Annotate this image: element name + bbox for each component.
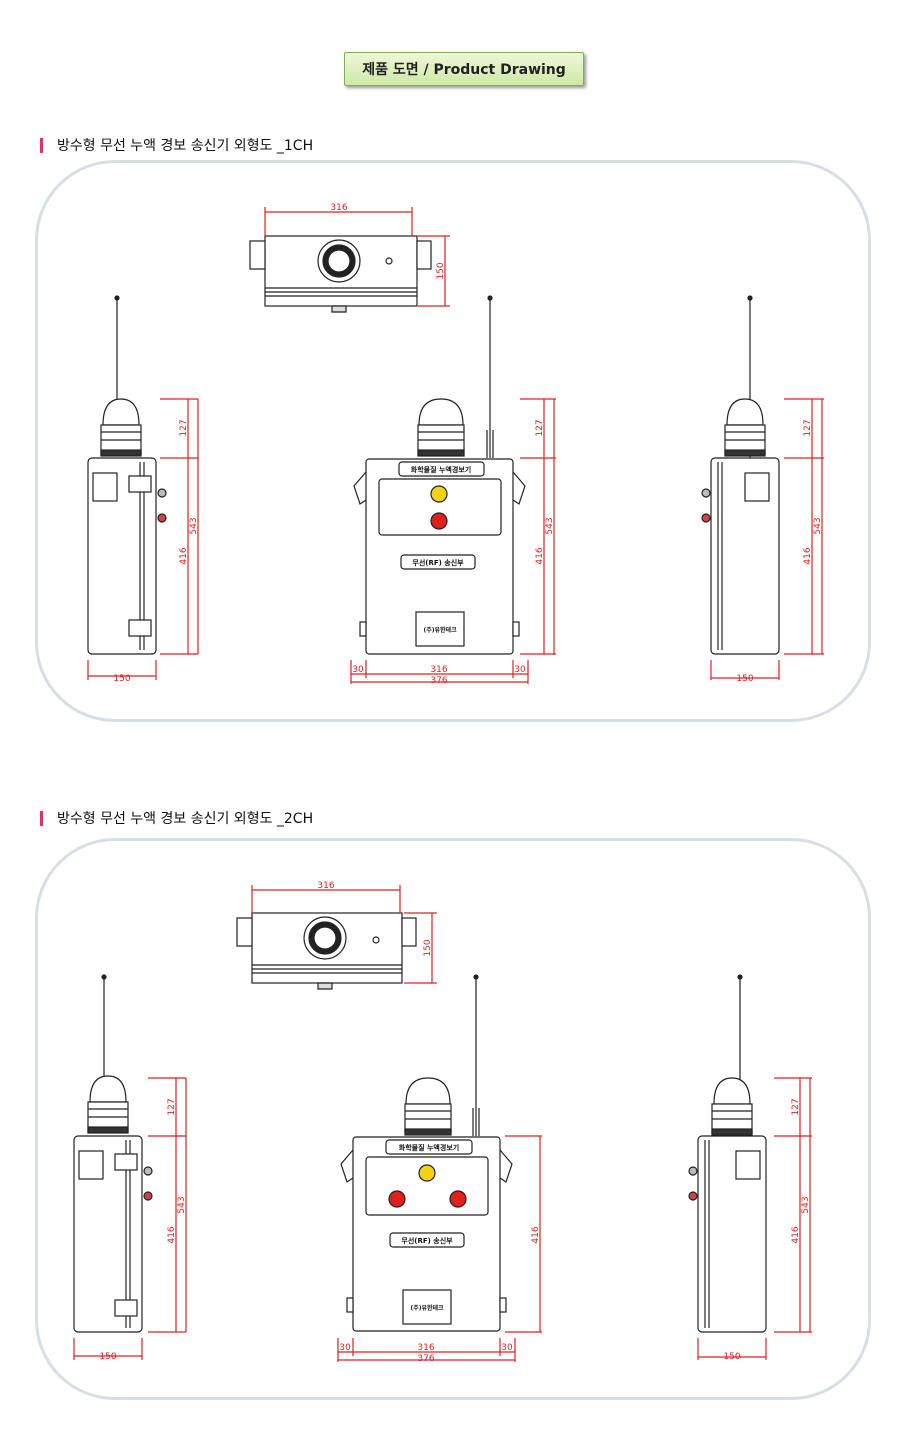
dim-outer-width: 376 [417,1354,434,1364]
front-panel-rf-label: 무선(RF) 송신부 [401,1236,453,1245]
dim-body: 416 [531,1226,541,1243]
product-drawing-title: 제품 도면 / Product Drawing [344,52,584,86]
dim-beacon: 127 [535,419,545,436]
dim-side-width: 150 [736,674,753,684]
dim-inner-width: 316 [417,1343,434,1353]
heading-accent-bar [40,137,43,153]
top-view-drawing [249,235,432,313]
dim-total: 543 [189,517,199,534]
section-heading-2ch: 방수형 무선 누액 경보 송신기 외형도 _2CH [40,809,313,827]
left-side-view-drawing [87,295,167,655]
dim-body: 416 [167,1226,177,1243]
front-view-drawing [353,295,526,655]
dim-total: 543 [545,517,555,534]
drawing-panel-1ch [35,160,871,722]
front-view-drawing [340,974,513,1332]
dim-ear-right: 30 [514,665,526,675]
dim-body: 416 [535,547,545,564]
dim-total: 543 [177,1196,187,1213]
dim-top-width: 316 [330,203,347,213]
drawing-panel-2ch [35,838,871,1400]
dim-body: 416 [803,547,813,564]
dim-body: 416 [791,1226,801,1243]
top-view-drawing [236,912,417,990]
logo-plate-text: (주)유한테크 [410,1304,444,1312]
left-side-view-drawing [73,974,153,1333]
dim-outer-width: 376 [430,676,447,686]
dim-total: 543 [813,517,823,534]
dim-inner-width: 316 [430,665,447,675]
dim-beacon: 127 [179,419,189,436]
front-panel-title-label: 화학물질 누액경보기 [411,465,471,474]
logo-plate-text: (주)유한테크 [423,626,457,634]
dimension-lines-2ch [73,885,812,1362]
dim-ear-right: 30 [501,1343,513,1353]
dim-ear-left: 30 [339,1343,351,1353]
dim-total: 543 [801,1196,811,1213]
section-heading-text: 방수형 무선 누액 경보 송신기 외형도 _1CH [57,138,314,154]
dim-beacon: 127 [803,419,813,436]
dimension-lines-1ch [87,207,824,684]
dim-side-width: 150 [723,1352,740,1362]
section-heading-1ch: 방수형 무선 누액 경보 송신기 외형도 _1CH [40,136,313,154]
dim-beacon: 127 [791,1098,801,1115]
dim-top-height: 150 [423,939,433,956]
dim-ear-left: 30 [352,665,364,675]
front-panel-rf-label: 무선(RF) 송신부 [412,558,464,567]
right-side-view-drawing [688,974,767,1333]
dim-side-width: 150 [99,1352,116,1362]
heading-accent-bar [40,810,43,826]
dim-side-width: 150 [113,674,130,684]
dim-beacon: 127 [167,1098,177,1115]
dim-top-width: 316 [317,881,334,891]
front-panel-title-label: 화학물질 누액경보기 [399,1143,459,1152]
right-side-view-drawing [701,295,780,655]
dim-body: 416 [179,547,189,564]
dim-top-height: 150 [436,262,446,279]
section-heading-text: 방수형 무선 누액 경보 송신기 외형도 _2CH [57,811,314,827]
